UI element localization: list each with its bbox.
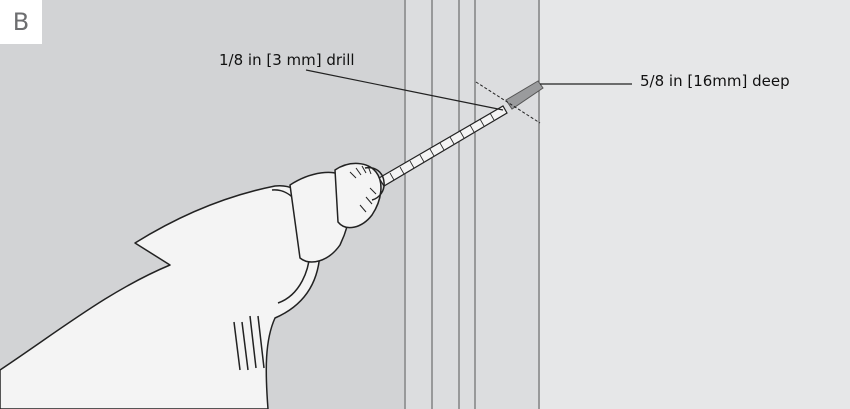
drill-bit-flutes <box>389 112 495 181</box>
drill-bit-icon <box>378 105 508 187</box>
drill-body <box>0 185 321 409</box>
chuck-knurling <box>349 165 377 213</box>
drill-icon <box>0 162 385 409</box>
drill-grip-vents <box>233 315 265 371</box>
hole-depth-shape <box>505 80 544 110</box>
drill-chuck-tip <box>364 166 385 201</box>
drill-size-callout: 1/8 in [3 mm] drill <box>219 51 355 69</box>
frame-casing <box>404 0 540 409</box>
drill-bit-shank <box>378 105 508 187</box>
door-frame <box>404 0 540 409</box>
step-badge: B <box>0 0 42 44</box>
hole-depth-callout: 5/8 in [16mm] deep <box>640 72 790 90</box>
depth-guide-dashed <box>475 81 541 124</box>
pilot-hole-icon <box>475 80 544 124</box>
drill-size-leader <box>305 69 504 111</box>
wall-face <box>540 0 850 409</box>
